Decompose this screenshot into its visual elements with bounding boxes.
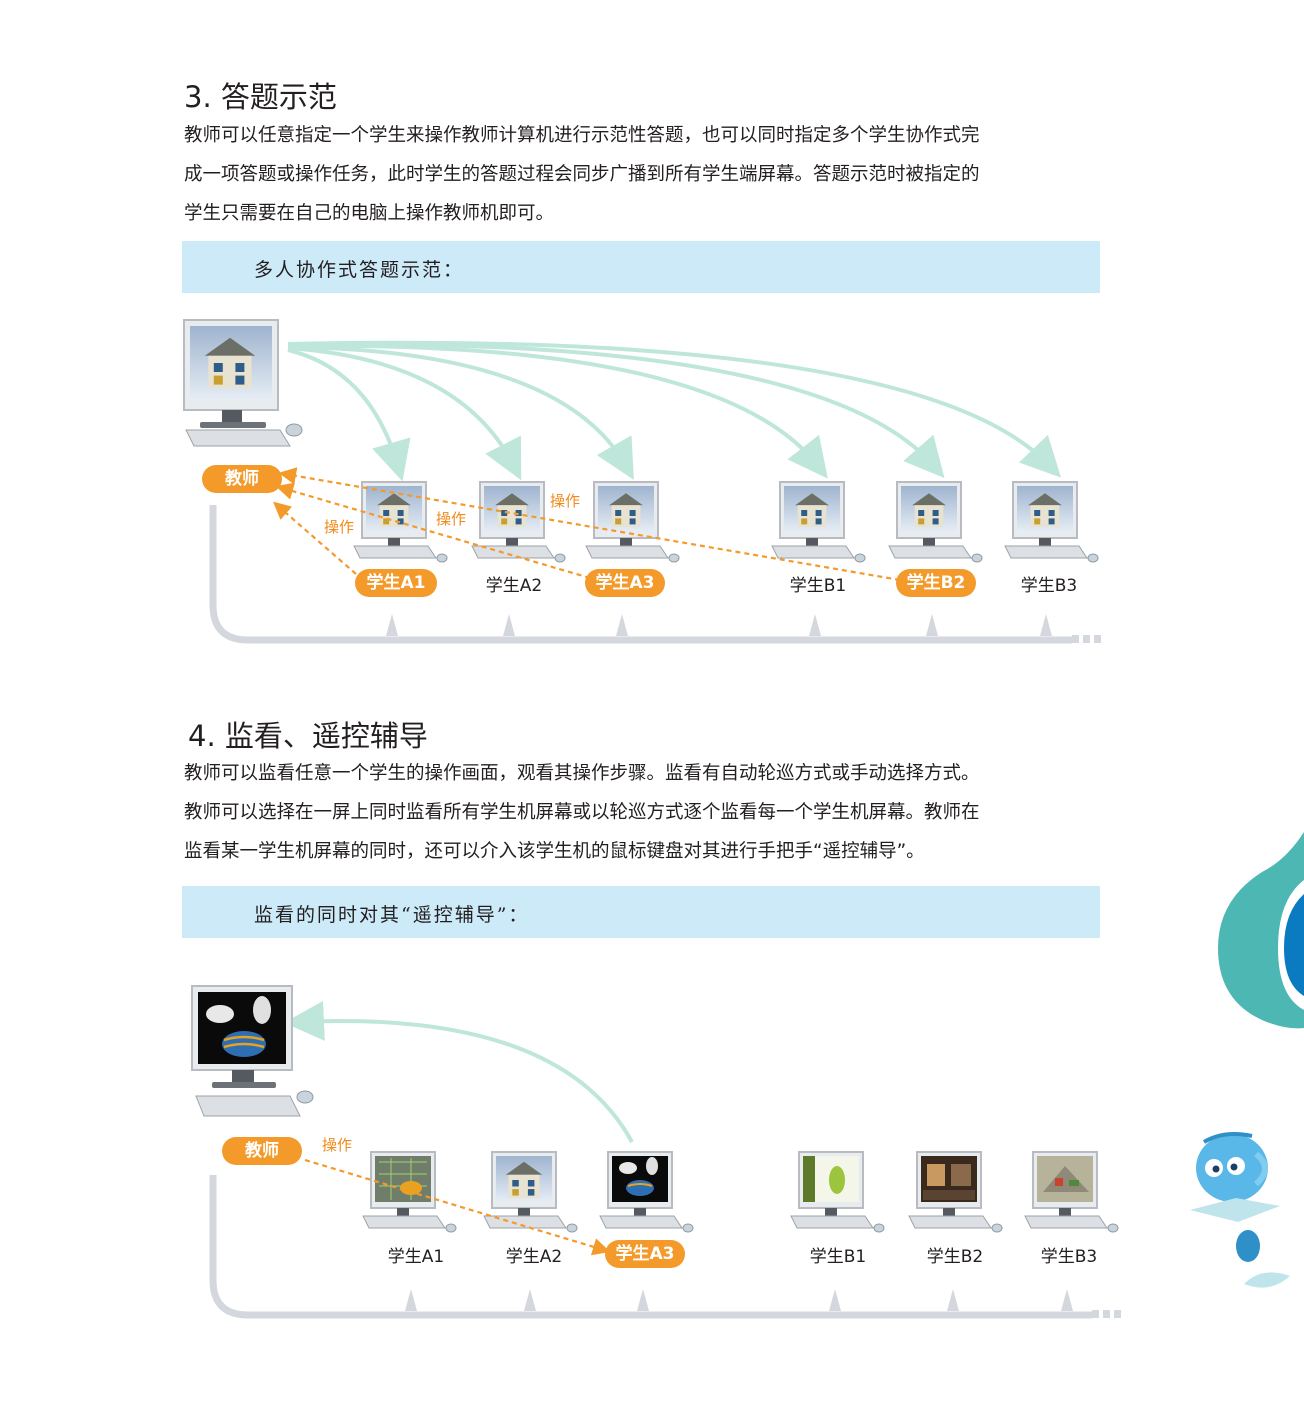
operate-label: 操作 [550,492,581,510]
paragraph-line: 教师可以监看任意一个学生的操作画面，观看其操作步骤。监看有自动轮巡方式或手动选择… [184,763,980,784]
section4-paragraph: 教师可以监看任意一个学生的操作画面，观看其操作步骤。监看有自动轮巡方式或手动选择… [184,754,1114,871]
student-label-a1: 学生A1 [355,569,437,597]
student-label-b3: 学生B3 [1020,576,1078,596]
student-computers [353,481,1099,563]
rail-connectors [405,1289,1121,1318]
student-label-a3: 学生A3 [585,569,665,597]
network-rail [209,505,1072,644]
paragraph-line: 监看某一学生机屏幕的同时，还可以介入该学生机的鼠标键盘对其进行手把手“遥控辅导”… [184,841,925,862]
operate-label: 操作 [436,510,467,528]
section4-diagram [191,985,1121,1319]
teacher-label: 教师 [202,465,282,493]
student-computers [362,1151,1119,1233]
student-label-a2: 学生A2 [505,1247,563,1267]
paragraph-line: 教师可以选择在一屏上同时监看所有学生机屏幕或以轮巡方式逐个监看每一个学生机屏幕。… [184,802,980,823]
student-label-b1: 学生B1 [789,576,847,596]
operate-label: 操作 [322,1136,353,1154]
rail-connectors [386,614,1101,643]
section3-banner [182,241,1100,293]
student-label-b2: 学生B2 [926,1247,984,1267]
section3-diagram [183,319,1101,644]
paragraph-line: 成一项答题或操作任务，此时学生的答题过程会同步广播到所有学生端屏幕。答题示范时被… [184,164,980,185]
network-rail [209,1175,1092,1319]
teacher-computer [191,985,314,1117]
section3-banner-text: 多人协作式答题示范： [254,259,465,281]
teacher-computer [183,319,303,447]
section3-paragraph: 教师可以任意指定一个学生来操作教师计算机进行示范性答题，也可以同时指定多个学生协… [184,116,1114,233]
teacher-label: 教师 [222,1137,302,1165]
section4-banner [182,886,1100,938]
mascot-icon [1190,1132,1290,1288]
operate-label: 操作 [324,518,355,536]
student-label-a3: 学生A3 [605,1240,685,1268]
cloud-decoration [1218,832,1304,1029]
monitor-arrow [284,1000,634,1143]
paragraph-line: 教师可以任意指定一个学生来操作教师计算机进行示范性答题，也可以同时指定多个学生协… [184,125,980,146]
student-label-b1: 学生B1 [809,1247,867,1267]
student-label-b2: 学生B2 [896,569,976,597]
student-label-a2: 学生A2 [485,576,543,596]
section4-title: 4. 监看、遥控辅导 [188,719,428,753]
student-label-a1: 学生A1 [387,1247,445,1267]
operate-arrow [304,1158,611,1256]
student-label-b3: 学生B3 [1040,1247,1098,1267]
paragraph-line: 学生只需要在自己的电脑上操作教师机即可。 [184,203,555,224]
section3-title: 3. 答题示范 [184,80,337,114]
broadcast-arrows [287,340,1062,482]
section4-banner-text: 监看的同时对其“遥控辅导”： [254,904,530,926]
